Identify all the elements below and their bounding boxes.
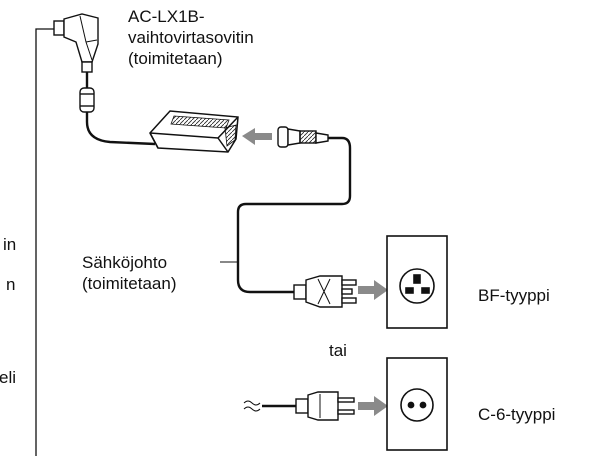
- cord-label-line1: Sähköjohto: [82, 253, 168, 272]
- c6-outlet: [386, 357, 448, 451]
- adapter-label-line2: vaihtovirtasovitin: [128, 28, 254, 47]
- cut-off-text-2: n: [6, 275, 16, 294]
- adapter-label-line1: AC-LX1B-: [128, 7, 205, 26]
- dc-plug: [53, 13, 99, 73]
- ac-adapter: [149, 110, 239, 153]
- bf-outlet: [386, 235, 448, 329]
- mains-cord: [236, 136, 352, 294]
- arrow-into-bf-outlet: [358, 280, 388, 300]
- arrow-into-adapter: [242, 128, 272, 145]
- c6-plug: [243, 391, 355, 421]
- arrow-into-c6-outlet: [358, 396, 388, 416]
- bf-outlet-label: BF-tyyppi: [478, 286, 550, 305]
- adapter-label-line3: (toimitetaan): [128, 49, 223, 68]
- left-bracket-line: [35, 28, 62, 456]
- cut-off-text-1: in: [3, 235, 17, 254]
- ferrite-core: [79, 87, 95, 113]
- bf-plug: [293, 275, 357, 308]
- dc-cable: [85, 72, 156, 146]
- cut-off-text-3: eli: [0, 368, 17, 387]
- c6-outlet-label: C-6-tyyppi: [478, 405, 556, 424]
- separator-label: tai: [329, 341, 347, 360]
- cord-label-line2: (toimitetaan): [82, 274, 177, 293]
- cord-connector: [277, 126, 329, 148]
